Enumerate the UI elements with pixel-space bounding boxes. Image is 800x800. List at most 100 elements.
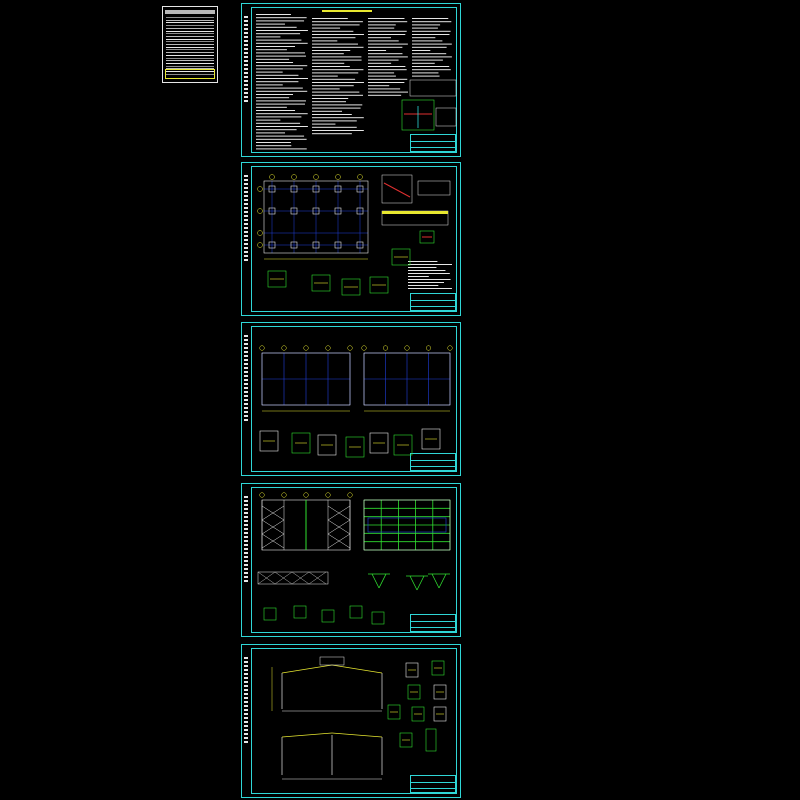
note-text-line [256, 74, 299, 76]
note-text-line [312, 88, 340, 90]
connection-detail [371, 611, 385, 625]
note-text-line [312, 104, 363, 106]
strip-mark [244, 524, 248, 526]
note-text-line [368, 30, 407, 32]
strip-mark [244, 665, 248, 667]
note-text-line [368, 82, 405, 83]
sheet-inner-border [251, 487, 457, 633]
strip-mark [244, 677, 248, 679]
axis-bubble [259, 492, 265, 498]
note-text-line [368, 59, 399, 61]
strip-mark [244, 496, 248, 498]
sheet-bracing-plans[interactable] [241, 483, 461, 637]
bracing-member [261, 519, 285, 535]
index-row [166, 17, 214, 18]
note-text-line [408, 288, 452, 289]
sheet-foundation-plan[interactable] [241, 162, 461, 316]
strip-mark [244, 259, 248, 261]
strip-mark [244, 175, 248, 177]
sheet-framing-plans[interactable] [241, 322, 461, 476]
index-row [166, 71, 214, 72]
note-text-line [312, 98, 349, 99]
strip-mark [244, 339, 248, 341]
connection-detail [317, 434, 337, 456]
strip-mark [244, 243, 248, 245]
footing-detail [391, 248, 411, 266]
index-row [166, 19, 214, 21]
title-block [410, 453, 456, 471]
note-text-line [408, 273, 450, 274]
gusset-detail [371, 573, 380, 589]
strip-mark [244, 187, 248, 189]
strip-mark [244, 560, 248, 562]
strip-mark [244, 552, 248, 554]
note-text-line [412, 50, 431, 51]
note-text-line [256, 65, 308, 67]
strip-mark [244, 536, 248, 538]
strip-mark [244, 725, 248, 727]
joint-detail [431, 660, 445, 676]
index-row [166, 46, 214, 48]
axis-bubble [303, 492, 309, 498]
note-text-line [256, 145, 292, 147]
detail-sketch [381, 174, 413, 204]
note-text-line [312, 62, 345, 64]
note-text-line [312, 66, 350, 67]
strip-mark [244, 371, 248, 373]
note-text-line [256, 129, 297, 131]
note-text-line [312, 21, 363, 23]
note-text-line [256, 94, 294, 95]
note-text-line [368, 78, 408, 80]
axis-bubble [257, 208, 263, 214]
strip-mark [244, 215, 248, 217]
strip-mark [244, 689, 248, 691]
strip-mark [244, 576, 248, 578]
note-text-line [256, 100, 306, 102]
frame-rafter [331, 664, 383, 674]
note-text-line [256, 49, 287, 51]
note-text-line [256, 23, 285, 25]
joint-detail [425, 728, 437, 752]
footing [334, 207, 342, 215]
sheet-2-drawing [257, 174, 452, 296]
roof-plan-band [367, 517, 447, 533]
note-text-line [256, 90, 308, 92]
note-text-line [256, 17, 307, 19]
index-row [166, 30, 214, 32]
footing [290, 241, 298, 249]
strip-mark [244, 500, 248, 502]
strip-mark [244, 207, 248, 209]
note-text-line [312, 94, 364, 96]
strip-mark [244, 391, 248, 393]
note-text-line [368, 53, 403, 55]
note-text-line [412, 75, 440, 77]
strip-mark [244, 580, 248, 582]
joint-detail [399, 732, 413, 748]
strip-mark [244, 36, 248, 38]
note-text-line [256, 103, 305, 105]
sheet-general-notes[interactable] [241, 3, 461, 157]
index-row [166, 38, 214, 40]
strip-mark [244, 251, 248, 253]
note-text-line [368, 94, 402, 96]
index-row [166, 44, 214, 45]
plan-outline [261, 352, 351, 406]
strip-mark [244, 219, 248, 221]
strip-mark [244, 28, 248, 30]
sheet-frame-elevations[interactable] [241, 644, 461, 798]
note-text-line [312, 24, 360, 26]
axis-bubble [447, 345, 453, 351]
note-text-line [312, 82, 364, 83]
note-text-line [256, 33, 301, 35]
gusset-detail [438, 573, 447, 589]
note-text-line [312, 53, 344, 55]
note-text-line [368, 34, 406, 35]
connection-detail [393, 434, 413, 456]
axis-bubble [347, 492, 353, 498]
strip-mark [244, 556, 248, 558]
index-row [166, 52, 214, 54]
note-text-line [408, 264, 452, 265]
index-row [166, 22, 214, 24]
bracing-member [327, 505, 351, 521]
connection-detail [293, 605, 307, 619]
